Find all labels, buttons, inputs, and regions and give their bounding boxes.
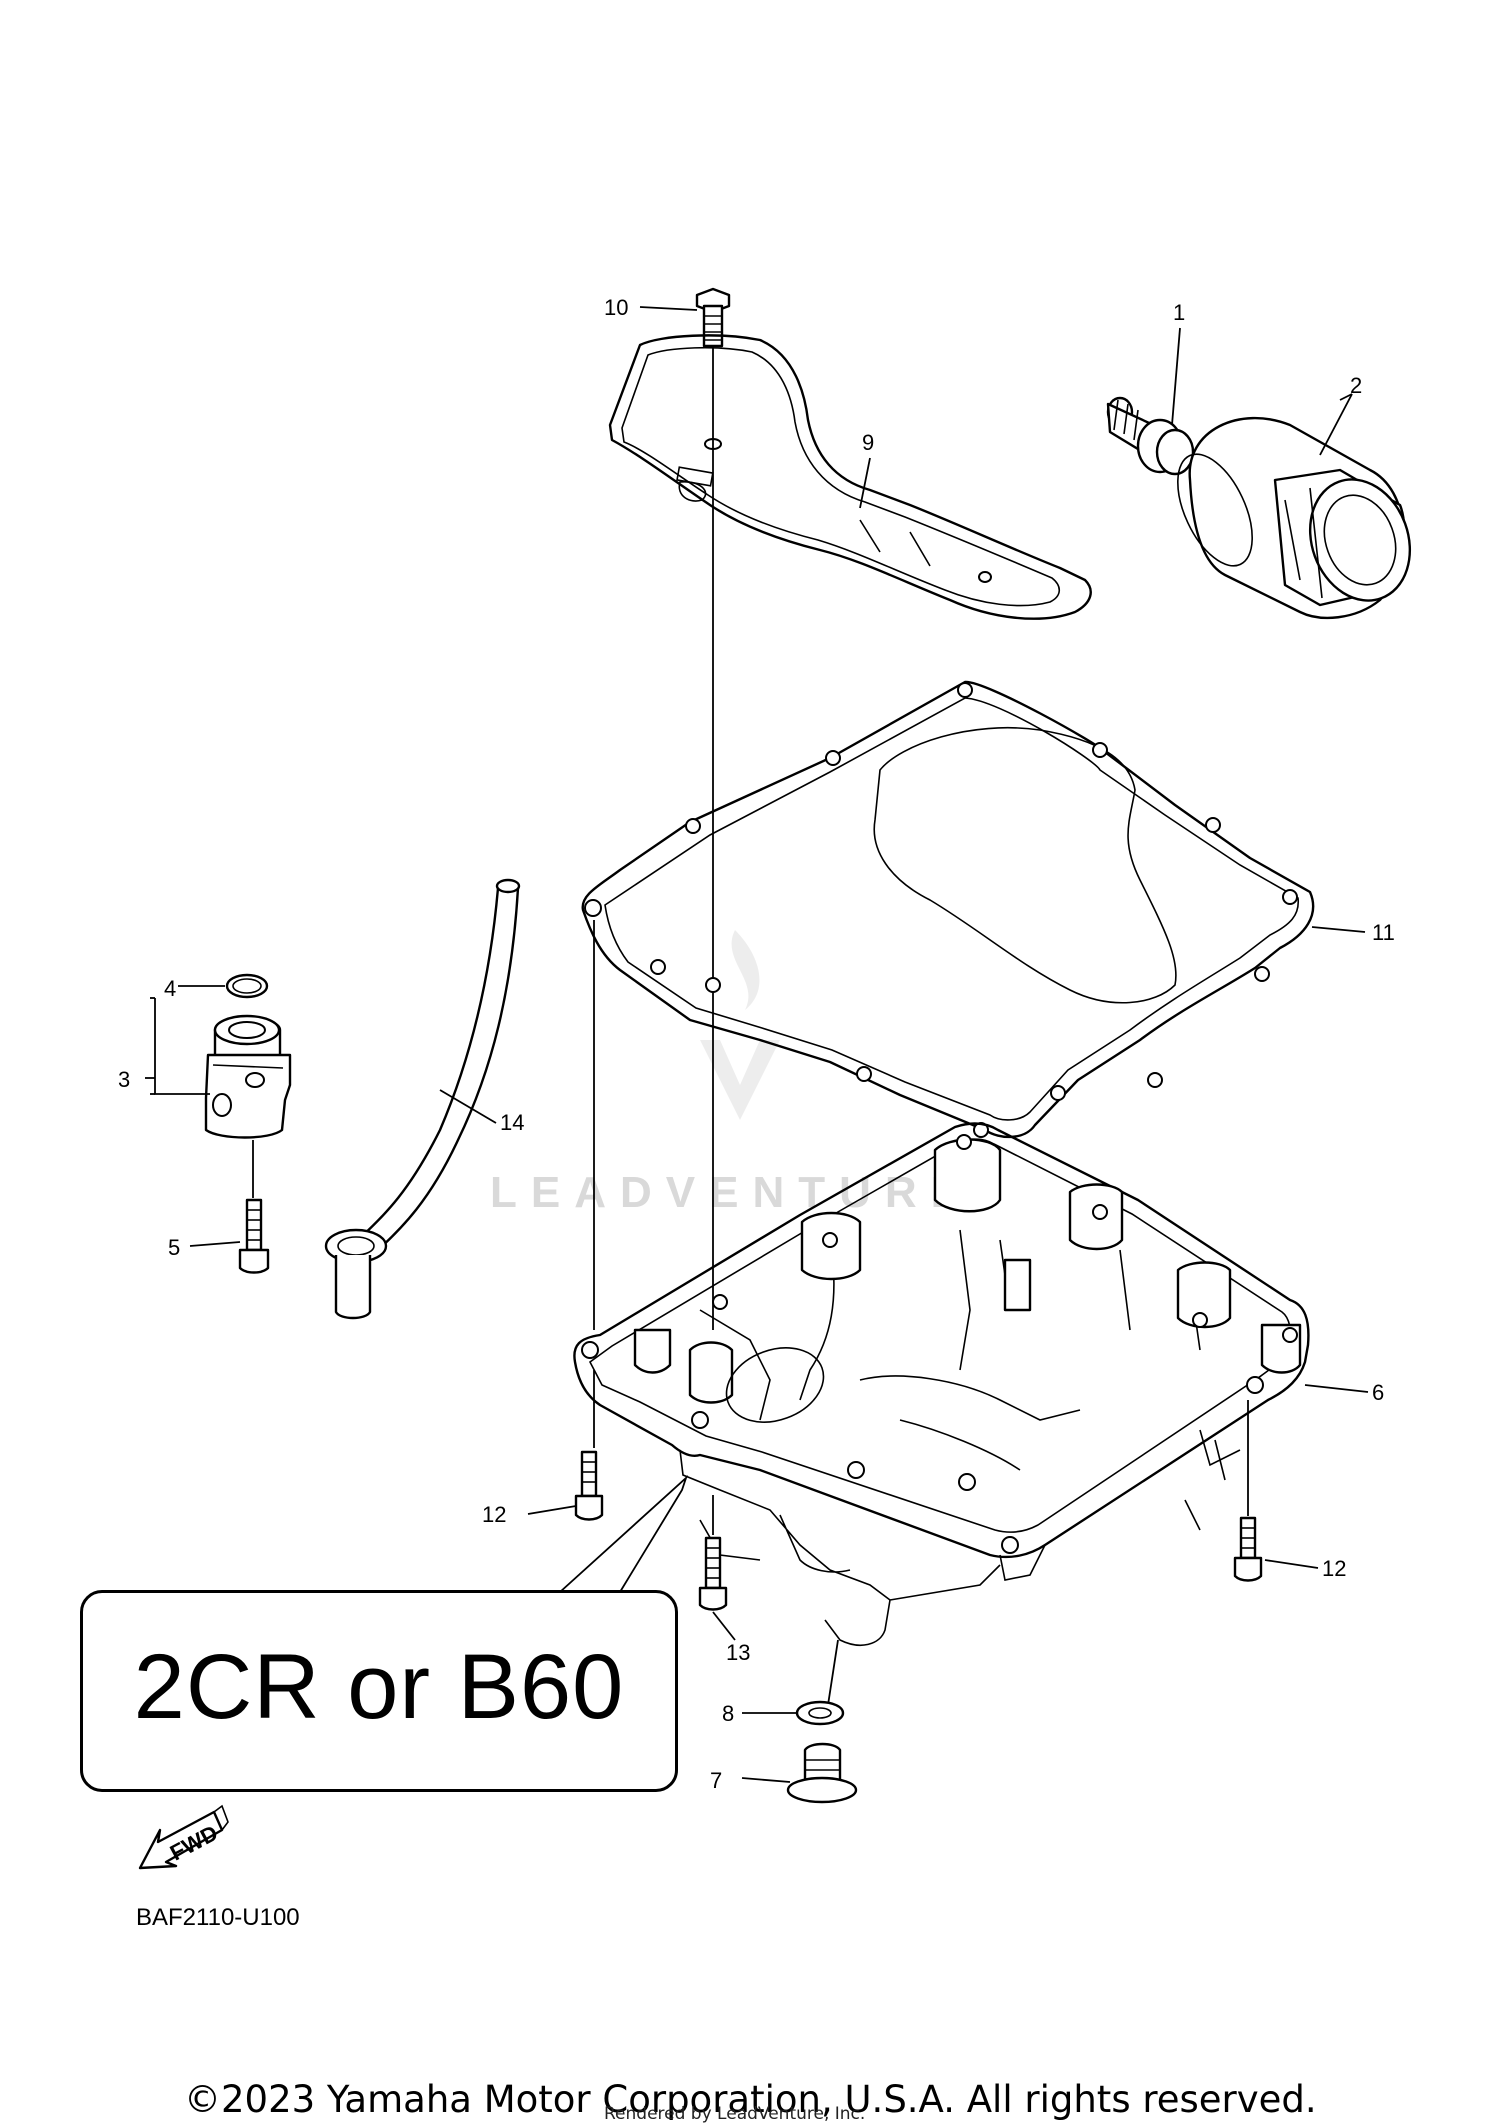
callout-6: 6 <box>1372 1380 1384 1405</box>
callout-13: 13 <box>726 1640 750 1665</box>
callout-12-right: 12 <box>1322 1556 1346 1581</box>
watermark-text: LEADVENTURE <box>490 1168 975 1217</box>
leader-6 <box>1304 1384 1369 1393</box>
bolt-part-13 <box>698 1536 728 1611</box>
callout-4: 4 <box>164 976 176 1001</box>
leader-2 <box>1339 393 1353 401</box>
leader-14 <box>439 1089 497 1124</box>
callout-11: 11 <box>1372 920 1395 945</box>
copyright-notice: ©2023 Yamaha Motor Corporation, U.S.A. A… <box>184 2078 1317 2121</box>
oil-tube-part-14 <box>324 878 521 1320</box>
callout-14: 14 <box>500 1110 524 1135</box>
leader-10 <box>639 306 698 311</box>
leader-11 <box>1311 926 1366 933</box>
leader-9 <box>859 457 871 509</box>
bolt-part-10 <box>695 287 731 348</box>
callout-9: 9 <box>862 430 874 455</box>
leader-13 <box>712 1611 736 1641</box>
callout-1: 1 <box>1173 300 1185 325</box>
washer-part-8 <box>795 1700 845 1726</box>
screw-part-5 <box>238 1198 270 1274</box>
callout-8: 8 <box>722 1701 734 1726</box>
rendered-by-notice: Rendered by LeadVenture, Inc. <box>604 2104 866 2124</box>
leader-1 <box>1171 327 1181 426</box>
oil-filter-part-2 <box>1177 416 1412 620</box>
leader-7 <box>741 1777 791 1783</box>
bracket-3 <box>154 998 210 1095</box>
alignment-line-8 <box>827 1639 839 1706</box>
gasket-part-11 <box>581 680 1315 1139</box>
callout-12-left: 12 <box>482 1502 506 1527</box>
callout-2: 2 <box>1350 373 1362 398</box>
diagram-code: BAF2110-U100 <box>136 1904 300 1931</box>
drain-bolt-part-7 <box>786 1742 858 1804</box>
leader-12-right <box>1264 1559 1319 1569</box>
bolt-part-12-right <box>1233 1516 1263 1582</box>
leader-12-left <box>527 1505 577 1515</box>
leader-5 <box>189 1241 241 1247</box>
callout-3: 3 <box>118 1067 130 1092</box>
variant-note-text: 2CR or B60 <box>133 1636 625 1738</box>
union-fitting-part-1 <box>1106 396 1195 476</box>
forward-arrow-icon: FWD <box>138 1804 229 1870</box>
variant-pointer <box>559 1475 688 1593</box>
watermark-logo <box>700 930 780 1120</box>
callout-7: 7 <box>710 1768 722 1793</box>
variant-note-box: 2CR or B60 <box>80 1590 678 1792</box>
leader-2b <box>1319 393 1353 456</box>
oil-switch-part-3 <box>204 973 292 1139</box>
baffle-plate-part-9 <box>608 334 1092 620</box>
oil-pan-part-6 <box>573 1122 1310 1646</box>
callout-5: 5 <box>168 1235 180 1260</box>
callout-10: 10 <box>604 295 628 320</box>
bolt-part-12-left <box>574 1450 604 1521</box>
